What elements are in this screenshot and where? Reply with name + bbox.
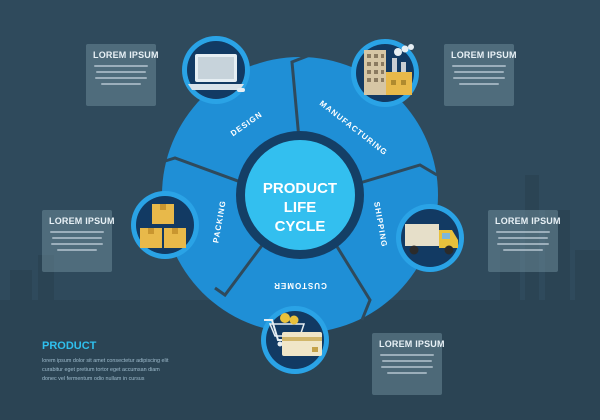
stage-label-customer: CUSTOMER xyxy=(273,281,327,290)
segment-dividers xyxy=(161,53,438,321)
info-box-design: LOREM IPSUM xyxy=(86,44,159,106)
info-box-title: LOREM IPSUM xyxy=(451,50,517,60)
info-box-packing: LOREM IPSUM xyxy=(42,210,115,272)
placeholder-lines xyxy=(93,65,149,85)
center-title-line-1: PRODUCT xyxy=(263,180,337,197)
info-box-title: LOREM IPSUM xyxy=(93,50,159,60)
placeholder-lines xyxy=(49,231,105,251)
placeholder-lines xyxy=(379,354,435,374)
info-box-title: LOREM IPSUM xyxy=(495,216,561,226)
info-box-title: LOREM IPSUM xyxy=(49,216,115,226)
product-text-line: donec vel fermentum odio nullam in cursu… xyxy=(42,376,145,382)
info-box-shipping: LOREM IPSUM xyxy=(488,210,561,272)
info-box-title: LOREM IPSUM xyxy=(379,339,445,349)
boxes-icon xyxy=(131,191,199,259)
product-description: PRODUCT lorem ipsum dolor sit amet conse… xyxy=(42,340,182,384)
product-text-line: curabitur eget pretium tortor eget accum… xyxy=(42,367,160,373)
placeholder-lines xyxy=(451,65,507,85)
info-box-manufacturing: LOREM IPSUM xyxy=(444,44,517,106)
factory-icon xyxy=(351,39,419,107)
laptop-icon xyxy=(182,36,250,104)
delivery-truck-icon xyxy=(396,204,464,272)
center-circle xyxy=(245,140,355,250)
info-box-customer: LOREM IPSUM xyxy=(372,333,445,395)
shopping-cart-card-icon xyxy=(261,306,329,374)
product-title: PRODUCT xyxy=(42,340,97,352)
center-title-line-2: LIFE xyxy=(284,199,317,216)
product-text-line: lorem ipsum dolor sit amet consectetur a… xyxy=(42,358,169,364)
placeholder-lines xyxy=(495,231,551,251)
center-title-line-3: CYCLE xyxy=(275,218,326,235)
